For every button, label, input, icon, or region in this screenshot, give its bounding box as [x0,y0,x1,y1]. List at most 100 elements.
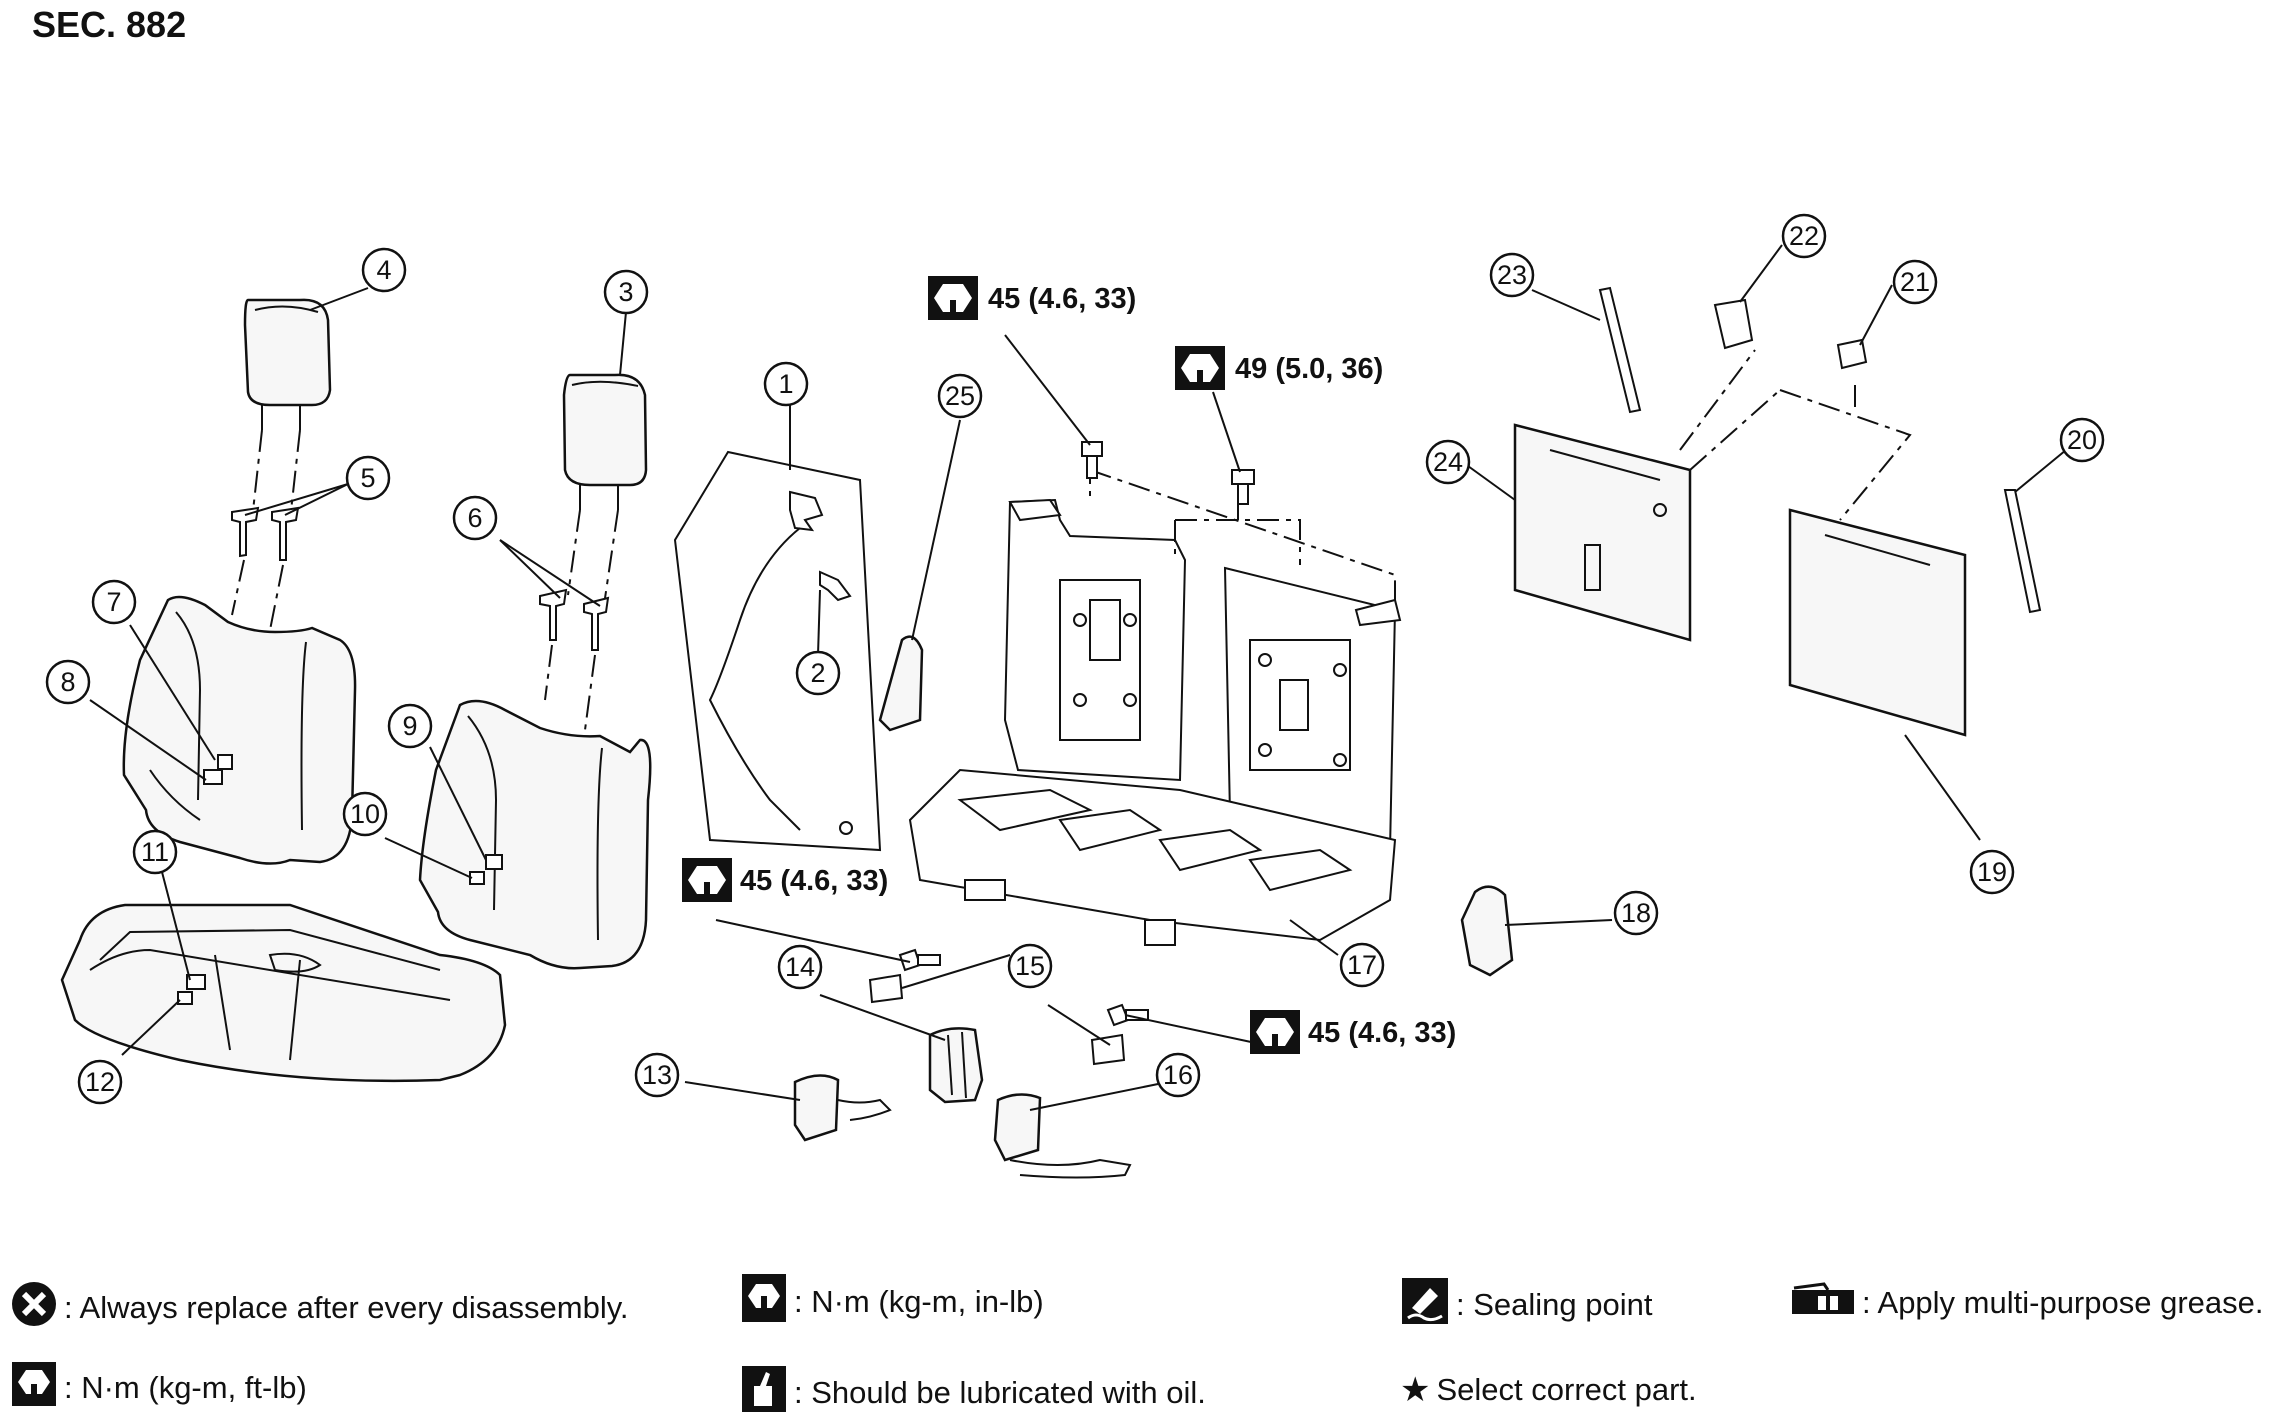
svg-text:6: 6 [467,503,482,533]
torque-spec-2: 49 (5.0, 36) [1175,346,1383,390]
callout-7: 7 [91,579,137,625]
star-icon: ★ [1400,1371,1431,1409]
svg-text:4: 4 [376,255,391,285]
callout-16: 16 [1155,1052,1201,1098]
bolt-lower-center [1106,1003,1149,1027]
svg-text:45 (4.6, 33): 45 (4.6, 33) [988,283,1136,315]
headrest-left [243,298,332,430]
back-board-right [1788,508,1967,737]
callout-21: 21 [1892,259,1938,305]
svg-text:7: 7 [106,587,121,617]
callout-15: 15 [1007,943,1053,989]
svg-text:18: 18 [1621,898,1651,928]
bolt-cap-lower [1090,1033,1126,1066]
callout-8: 8 [45,659,91,705]
seat-belt-buckle-center [993,1093,1132,1179]
grease-icon [1790,1282,1856,1324]
legend-sealing-point: : Sealing point [1400,1276,1652,1334]
torque-wrench-icon [1175,346,1225,390]
svg-text:17: 17 [1347,950,1377,980]
clip-21 [1836,338,1868,370]
svg-text:5: 5 [360,463,375,493]
callout-22: 22 [1781,213,1827,259]
sealing-point-icon [1400,1276,1450,1334]
svg-text:2: 2 [810,658,825,688]
svg-text:45 (4.6, 33): 45 (4.6, 33) [1308,1017,1456,1049]
legend-nm-ft-lb: : N·m (kg-m, ft-lb) [10,1360,307,1416]
svg-text:45 (4.6, 33): 45 (4.6, 33) [740,865,888,897]
legend-nm-in-lb: : N·m (kg-m, in-lb) [740,1272,1044,1332]
legend-always-replace: : Always replace after every disassembly… [10,1280,629,1336]
svg-text:23: 23 [1497,260,1527,290]
callout-23: 23 [1489,252,1535,298]
callout-2: 2 [795,650,841,696]
svg-text:16: 16 [1163,1060,1193,1090]
leader-lines [89,244,2067,1111]
torque-spec-1: 45 (4.6, 33) [928,276,1136,320]
callout-1: 1 [763,361,809,407]
svg-text:49 (5.0, 36): 49 (5.0, 36) [1235,353,1383,385]
callout-25: 25 [937,373,983,419]
headrest-guide-left [231,506,300,561]
trim-strip-right [2003,489,2042,614]
torque-spec-3: 45 (4.6, 33) [682,858,888,902]
svg-text:1: 1 [778,369,793,399]
callout-12: 12 [77,1059,123,1105]
callout-17: 17 [1339,942,1385,988]
seatback-cover-left [122,595,357,865]
svg-text:24: 24 [1433,447,1463,477]
bolt-lower-left [898,948,941,972]
callout-4: 4 [361,247,407,293]
headrest-center [562,373,648,510]
oil-can-icon [740,1364,788,1422]
svg-text:11: 11 [141,837,169,867]
section-number: SEC. 882 [32,4,187,45]
callout-11: 11 [132,829,178,875]
side-cover-upper [878,635,924,732]
callout-10: 10 [342,791,388,837]
svg-text:15: 15 [1015,951,1045,981]
svg-text:10: 10 [350,799,380,829]
svg-text:14: 14 [785,952,815,982]
seat-cushion [60,903,507,1083]
hinge-cover [928,1027,984,1104]
torque-wrench-icon [682,858,732,902]
svg-text:3: 3 [618,277,633,307]
torque-ft-lb-icon [10,1360,58,1416]
seat-belt-buckle-left [793,1074,892,1142]
trim-strip-left [1598,286,1642,414]
callout-6: 6 [452,495,498,541]
torque-wrench-icon [1250,1010,1300,1054]
legend-select-part: ★ Select correct part. [1400,1371,1697,1409]
svg-text:13: 13 [642,1060,672,1090]
svg-text:19: 19 [1977,857,2007,887]
seatback-cover-center [418,699,652,970]
svg-text:12: 12 [85,1067,115,1097]
bolt-upper-left [1081,441,1103,479]
svg-text:9: 9 [402,711,417,741]
svg-text:22: 22 [1789,221,1819,251]
callout-19: 19 [1969,849,2015,895]
clip-22 [1713,298,1754,350]
svg-text:20: 20 [2067,425,2097,455]
bolt-cap-upper [868,973,904,1004]
torque-wrench-icon [928,276,978,320]
back-board-left [1513,423,1692,642]
svg-text:21: 21 [1900,267,1930,297]
always-replace-icon [10,1280,58,1336]
callout-24: 24 [1425,439,1471,485]
headrest-guide-center [539,588,610,651]
callout-14: 14 [777,944,823,990]
release-cable-assembly [673,450,882,852]
callout-18: 18 [1613,890,1659,936]
svg-text:25: 25 [945,381,975,411]
seat-frame [908,498,1402,946]
callout-3: 3 [603,269,649,315]
svg-text:8: 8 [60,667,75,697]
callout-9: 9 [387,703,433,749]
bolt-upper-center [1231,469,1255,505]
side-cover-lower [1460,885,1514,977]
callout-5: 5 [345,455,391,501]
legend-apply-grease: : Apply multi-purpose grease. [1790,1282,2264,1324]
